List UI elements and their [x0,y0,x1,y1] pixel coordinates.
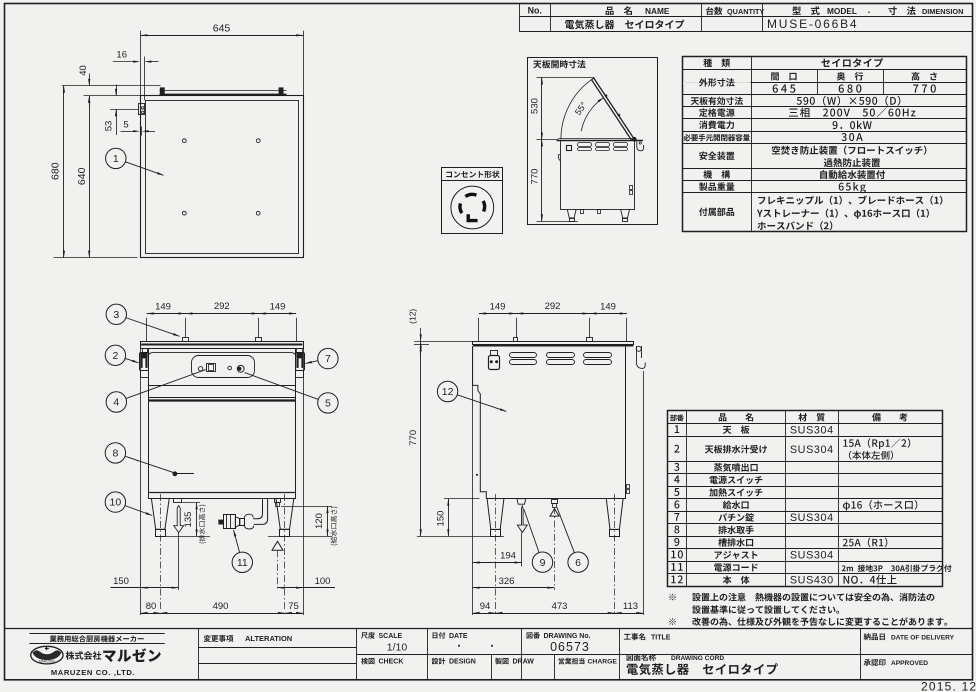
svg-text:DATE OF DELIVERY: DATE OF DELIVERY [891,634,955,641]
svg-text:149: 149 [600,302,616,313]
svg-text:QUANTITY: QUANTITY [727,7,764,16]
svg-text:CHARGE: CHARGE [588,659,618,666]
svg-text:16: 16 [116,50,127,61]
svg-text:5: 5 [325,398,331,410]
svg-text:DRAWING CORD: DRAWING CORD [671,655,724,662]
svg-text:75: 75 [288,601,299,612]
svg-text:149: 149 [270,302,286,313]
svg-text:SUS304: SUS304 [790,512,834,524]
svg-text:150: 150 [113,576,129,587]
svg-text:530: 530 [529,98,540,114]
svg-text:06573: 06573 [550,640,590,654]
svg-text:490: 490 [213,601,229,612]
svg-text:NAME: NAME [645,6,670,16]
svg-text:2: 2 [112,350,118,362]
svg-text:40: 40 [78,65,89,76]
svg-text:MODEL: MODEL [827,6,857,16]
svg-text:5: 5 [123,120,128,131]
svg-text:7: 7 [325,353,331,365]
svg-text:94: 94 [480,601,491,612]
svg-text:12: 12 [442,386,454,398]
svg-text:770: 770 [408,430,419,446]
svg-text:DATE: DATE [449,633,468,640]
svg-text:MUSE-066B4: MUSE-066B4 [767,17,858,31]
svg-text:MARUZEN: MARUZEN [39,660,55,664]
svg-text:DIMENSION: DIMENSION [922,7,963,16]
svg-text:2015. 12: 2015. 12 [921,679,976,692]
svg-text:ALTERATION: ALTERATION [245,634,292,643]
svg-text:No.: No. [528,5,542,15]
svg-text:.: . [868,5,871,15]
svg-text:149: 149 [155,302,171,313]
svg-text:SUS304: SUS304 [790,424,834,436]
svg-text:120: 120 [314,513,325,529]
svg-text:APPROVED: APPROVED [891,660,928,667]
svg-text:645: 645 [213,23,231,35]
svg-text:SCALE: SCALE [379,633,403,640]
svg-text:11: 11 [237,557,248,569]
svg-text:MARUZEN CO. ,LTD.: MARUZEN CO. ,LTD. [51,668,135,677]
svg-text:149: 149 [490,302,506,313]
svg-text:1/10: 1/10 [387,641,408,653]
svg-text:53: 53 [103,121,114,132]
svg-text:6: 6 [575,557,581,569]
svg-text:SUS304: SUS304 [790,550,834,562]
svg-text:4: 4 [113,397,119,409]
svg-text:10: 10 [110,497,122,509]
svg-text:SUS304: SUS304 [790,444,834,456]
svg-text:DRAWING No.: DRAWING No. [544,633,591,640]
svg-text:DRAW: DRAW [513,659,535,666]
svg-text:640: 640 [76,167,88,185]
svg-text:CHECK: CHECK [379,659,404,666]
svg-text:8: 8 [112,448,118,460]
svg-text:135: 135 [183,512,194,528]
svg-text:1: 1 [113,153,119,165]
svg-text:SUS430: SUS430 [790,575,834,587]
svg-text:9: 9 [540,557,546,569]
svg-text:80: 80 [146,601,157,612]
svg-text:473: 473 [552,601,568,612]
svg-text:326: 326 [499,576,515,587]
svg-text:680: 680 [50,162,62,180]
svg-text:292: 292 [545,301,561,312]
svg-text:(12): (12) [408,309,418,324]
svg-text:DESIGN: DESIGN [449,659,476,666]
svg-text:194: 194 [500,551,516,562]
svg-text:100: 100 [315,576,331,587]
svg-text:113: 113 [623,601,638,612]
svg-text:150: 150 [436,511,447,527]
svg-text:3: 3 [113,309,119,321]
svg-text:770: 770 [529,169,540,185]
svg-text:292: 292 [214,301,230,312]
svg-text:TITLE: TITLE [651,634,671,641]
